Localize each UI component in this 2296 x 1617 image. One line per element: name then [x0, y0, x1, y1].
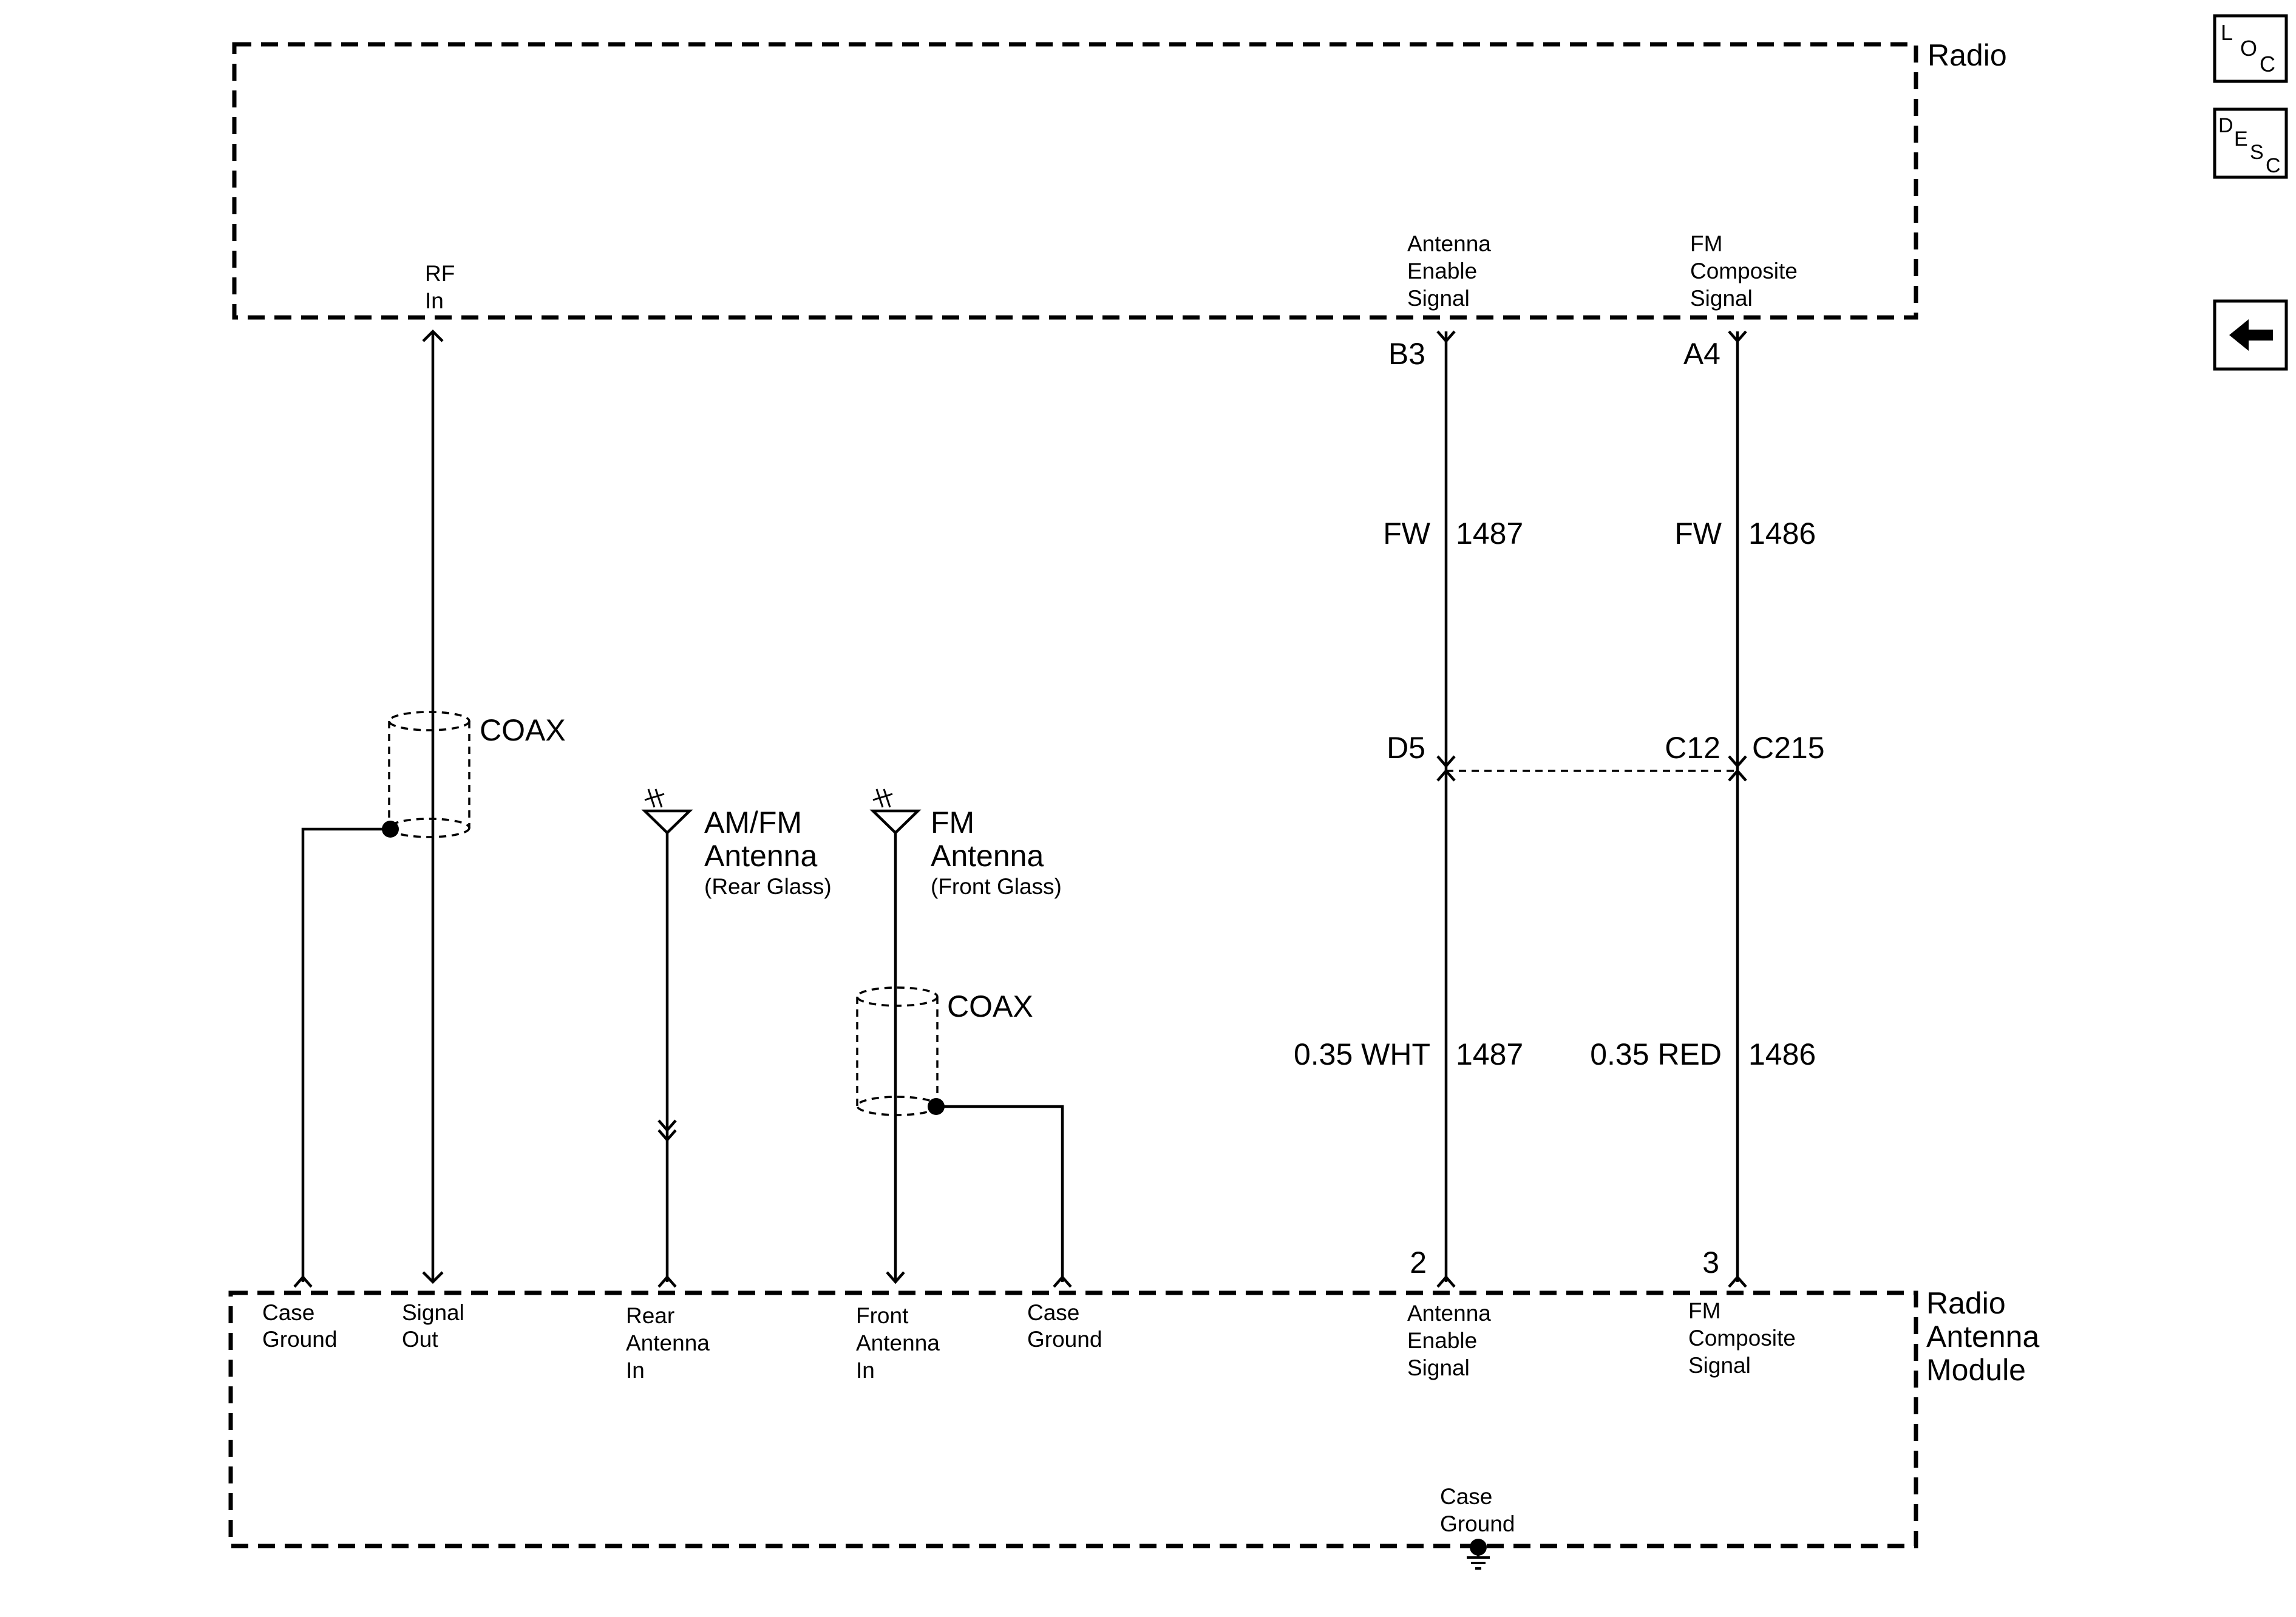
coax-shield-upper — [388, 711, 470, 838]
module-pin-fm-composite-line3: Signal — [1688, 1353, 1751, 1378]
module-pin-2: 2 — [1410, 1246, 1427, 1280]
radio-antenna-module: Radio Antenna Module Case Ground Signal … — [228, 1286, 2039, 1570]
front-antenna-location: (Front Glass) — [931, 874, 1062, 899]
module-pin3-connector-icon — [1728, 1275, 1747, 1288]
module-pin-antenna-enable-line1: Antenna — [1407, 1301, 1491, 1326]
antenna-icon — [641, 788, 693, 835]
case-ground-1-connector-icon — [293, 1275, 313, 1288]
rear-antenna-in-connector-icon — [657, 1275, 677, 1288]
module-pin-front-antenna-in-line3: In — [856, 1358, 875, 1383]
module-title-line3: Module — [1926, 1353, 2026, 1387]
module-pin-3: 3 — [1702, 1246, 1719, 1280]
coax-label-upper: COAX — [480, 713, 566, 747]
rf-in-arrow-icon — [422, 329, 444, 342]
radio-pin-fm-composite-line3: Signal — [1690, 286, 1753, 311]
front-antenna-in-arrow-icon — [886, 1271, 905, 1284]
rf-coax-circuit: COAX — [293, 329, 566, 1288]
radio-pin-rf-in-line1: RF — [425, 261, 455, 286]
desc-letter-c: C — [2266, 154, 2281, 177]
module-pin-rear-antenna-in-line3: In — [626, 1358, 645, 1383]
radio-title: Radio — [1927, 38, 2007, 72]
location-button[interactable]: L O C — [2213, 14, 2288, 83]
wire-1487-upper-color: FW — [1383, 517, 1431, 551]
coax-shield-lower — [856, 986, 939, 1116]
module-pin-rear-antenna-in-line1: Rear — [626, 1303, 674, 1328]
c215-male-icon — [1728, 755, 1747, 768]
loc-letter-l: L — [2221, 20, 2233, 45]
wire-1487-lower-circuit: 1487 — [1456, 1037, 1523, 1071]
rear-antenna-circuit: AM/FM Antenna (Rear Glass) — [641, 788, 832, 1288]
radio-pin-antenna-enable-line1: Antenna — [1407, 231, 1491, 256]
desc-letter-e: E — [2234, 127, 2248, 151]
radio-pin-antenna-enable-line2: Enable — [1407, 259, 1477, 283]
rear-antenna-name-line1: AM/FM — [704, 805, 802, 839]
module-pin-fm-composite-line1: FM — [1688, 1298, 1720, 1323]
module-pin-case-ground-1-line2: Ground — [262, 1327, 337, 1352]
circuit-1487: B3 FW 1487 D5 0.35 WHT 1487 2 — [1294, 330, 1523, 1288]
loc-letter-c: C — [2260, 52, 2275, 76]
left-arrow-icon — [2229, 319, 2273, 351]
module-title-line1: Radio — [1926, 1286, 2006, 1320]
radio-a4-connector-icon — [1728, 330, 1747, 344]
radio-pin-rf-in-line2: In — [425, 288, 444, 313]
radio-pin-fm-composite-line2: Composite — [1690, 259, 1798, 283]
wire-1487-lower-color: 0.35 WHT — [1294, 1037, 1430, 1071]
signal-out-arrow-icon — [422, 1271, 444, 1284]
radio-pin-fm-composite-line1: FM — [1690, 231, 1722, 256]
module-pin-case-ground-2-line1: Case — [1027, 1300, 1079, 1325]
ground-symbol-icon — [1467, 1539, 1490, 1570]
module-pin-front-antenna-in-line2: Antenna — [856, 1331, 940, 1355]
rear-antenna-location: (Rear Glass) — [704, 874, 832, 899]
module-pin-case-ground-1-line1: Case — [262, 1300, 314, 1325]
radio-component: Radio RF In Antenna Enable Signal FM Com… — [232, 38, 2007, 320]
module-pin-case-ground-2-line2: Ground — [1027, 1327, 1102, 1352]
connector-pin-c12: C12 — [1665, 731, 1720, 765]
module-pin-fm-composite-line2: Composite — [1688, 1326, 1796, 1351]
module-pin-rear-antenna-in-line2: Antenna — [626, 1331, 710, 1355]
case-ground-wire-1 — [301, 827, 390, 1282]
case-ground-2-connector-icon — [1053, 1275, 1072, 1288]
module-pin-signal-out-line2: Out — [402, 1327, 438, 1352]
module-case-ground-line1: Case — [1440, 1484, 1492, 1509]
coax-label-lower: COAX — [947, 989, 1033, 1023]
desc-letter-d: D — [2218, 114, 2233, 137]
module-pin-antenna-enable-line3: Signal — [1407, 1355, 1470, 1380]
connector-c215-label: C215 — [1752, 731, 1825, 765]
wire-1487-upper-circuit: 1487 — [1456, 517, 1523, 551]
module-box — [228, 1290, 1918, 1548]
desc-letter-s: S — [2250, 141, 2264, 164]
case-ground-wire-2 — [936, 1105, 1064, 1282]
radio-pin-a4: A4 — [1683, 337, 1720, 371]
description-button[interactable]: D E S C — [2213, 107, 2288, 179]
wire-1486-lower-circuit: 1486 — [1748, 1037, 1816, 1071]
rear-antenna-name-line2: Antenna — [704, 839, 817, 873]
front-antenna-circuit: FM Antenna (Front Glass) COAX — [856, 788, 1072, 1288]
loc-letter-o: O — [2240, 36, 2257, 61]
inline-connector-icon-2 — [657, 1129, 677, 1142]
wire-1486-lower-color: 0.35 RED — [1590, 1037, 1722, 1071]
back-button[interactable] — [2213, 299, 2288, 371]
wire-1486-upper-color: FW — [1674, 517, 1722, 551]
module-pin2-connector-icon — [1436, 1275, 1456, 1288]
c215-male-icon — [1436, 755, 1456, 768]
radio-box — [232, 42, 1918, 320]
antenna-icon — [869, 788, 922, 835]
wire-1486-upper-circuit: 1486 — [1748, 517, 1816, 551]
module-pin-front-antenna-in-line1: Front — [856, 1303, 909, 1328]
c215-female-icon — [1728, 768, 1747, 782]
front-antenna-name-line2: Antenna — [931, 839, 1044, 873]
inline-connector-icon — [657, 1119, 677, 1133]
module-pin-antenna-enable-line2: Enable — [1407, 1328, 1477, 1353]
circuit-1486: A4 FW 1486 C12 0.35 RED 1486 3 — [1590, 330, 1816, 1288]
radio-pin-antenna-enable-line3: Signal — [1407, 286, 1470, 311]
radio-pin-b3: B3 — [1388, 337, 1425, 371]
module-title-line2: Antenna — [1926, 1320, 2039, 1354]
module-case-ground-line2: Ground — [1440, 1511, 1515, 1536]
module-pin-signal-out-line1: Signal — [402, 1300, 464, 1325]
front-antenna-name-line1: FM — [931, 805, 974, 839]
connector-pin-d5: D5 — [1387, 731, 1425, 765]
radio-b3-connector-icon — [1436, 330, 1456, 344]
